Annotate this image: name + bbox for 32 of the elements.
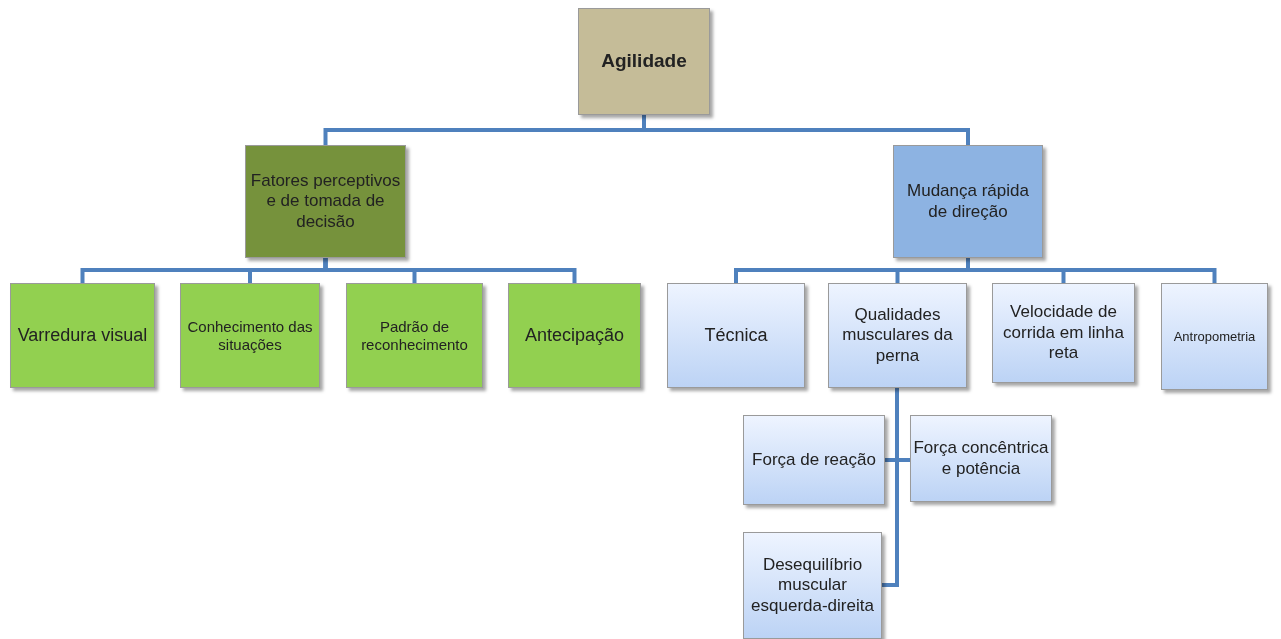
box-label: Força concêntrica e potência bbox=[913, 438, 1049, 479]
box-label: Desequilíbrio muscular esquerda-direita bbox=[750, 554, 875, 617]
category-box bbox=[992, 283, 1135, 383]
category-box bbox=[1161, 283, 1268, 390]
box-label: Mudança rápida de direção bbox=[906, 181, 1030, 222]
box-label: Antecipação bbox=[524, 324, 625, 347]
box-label: Técnica bbox=[704, 324, 768, 347]
box-label: Antropometria bbox=[1173, 328, 1256, 345]
category-box bbox=[10, 283, 155, 388]
box-label: Qualidades musculares da perna bbox=[841, 304, 954, 367]
box-label: Velocidade de corrida em linha reta bbox=[1002, 302, 1125, 364]
box-label: Conhecimento das situações bbox=[186, 317, 314, 354]
category-box bbox=[743, 415, 885, 505]
category-box bbox=[910, 415, 1052, 502]
box-label: Fatores perceptivos e de tomada de decisão bbox=[249, 170, 402, 233]
box-label: Agilidade bbox=[601, 50, 687, 73]
box-label: Varredura visual bbox=[17, 324, 148, 347]
category-box bbox=[245, 145, 406, 258]
box-label: Força de reação bbox=[752, 449, 876, 471]
box-label: Padrão de reconhecimento bbox=[360, 317, 469, 354]
category-box bbox=[893, 145, 1043, 258]
category-box bbox=[578, 8, 710, 115]
category-box bbox=[743, 532, 882, 639]
category-box bbox=[828, 283, 967, 388]
connector-line bbox=[323, 258, 577, 283]
connector-line bbox=[642, 115, 970, 145]
category-box bbox=[667, 283, 805, 388]
category-box bbox=[180, 283, 320, 388]
connector-line bbox=[966, 258, 1217, 283]
connector-line bbox=[882, 388, 899, 587]
category-box bbox=[508, 283, 641, 388]
category-box bbox=[346, 283, 483, 388]
